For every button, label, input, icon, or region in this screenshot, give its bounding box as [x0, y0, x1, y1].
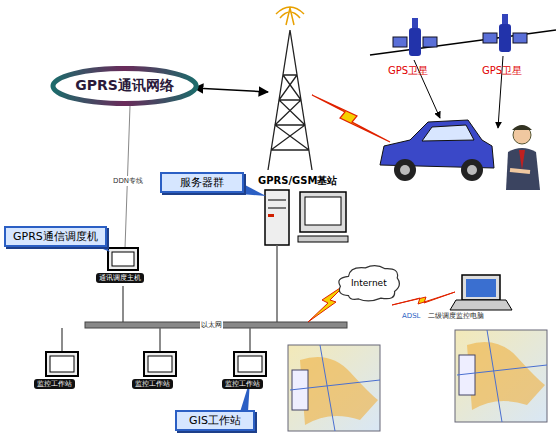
- cloud-shape: [339, 266, 400, 301]
- node-text: GIS工作站: [189, 413, 241, 428]
- internet-cloud: Internet: [335, 262, 403, 304]
- device-tag: 通讯调度主机: [96, 273, 144, 283]
- line-label: DDN专线: [112, 176, 144, 186]
- satellite-label: GPS卫星: [482, 64, 522, 78]
- node-text: Internet: [351, 278, 387, 288]
- node-text: 服务器群: [180, 175, 224, 190]
- callout-box: GIS工作站: [175, 410, 255, 431]
- node-text: GPRS通讯网络: [75, 77, 174, 95]
- station-label: GPRS/GSM基站: [258, 174, 337, 188]
- node-text: GPRS通信调度机: [13, 229, 98, 244]
- device-tag: 监控工作站: [222, 379, 263, 389]
- network-ellipse: GPRS通讯网络: [50, 66, 199, 106]
- satellite-label: GPS卫星: [388, 64, 428, 78]
- callout-box: 服务器群: [160, 172, 244, 193]
- device-tag: 监控工作站: [132, 379, 173, 389]
- bus-label: 以太网: [200, 320, 223, 330]
- device-tag: 监控工作站: [34, 379, 75, 389]
- link-label: ADSL: [402, 312, 421, 320]
- device-label: 二级调度监控电脑: [428, 311, 484, 321]
- ellipse-shape: [53, 68, 196, 103]
- callout-box: GPRS通信调度机: [4, 226, 107, 247]
